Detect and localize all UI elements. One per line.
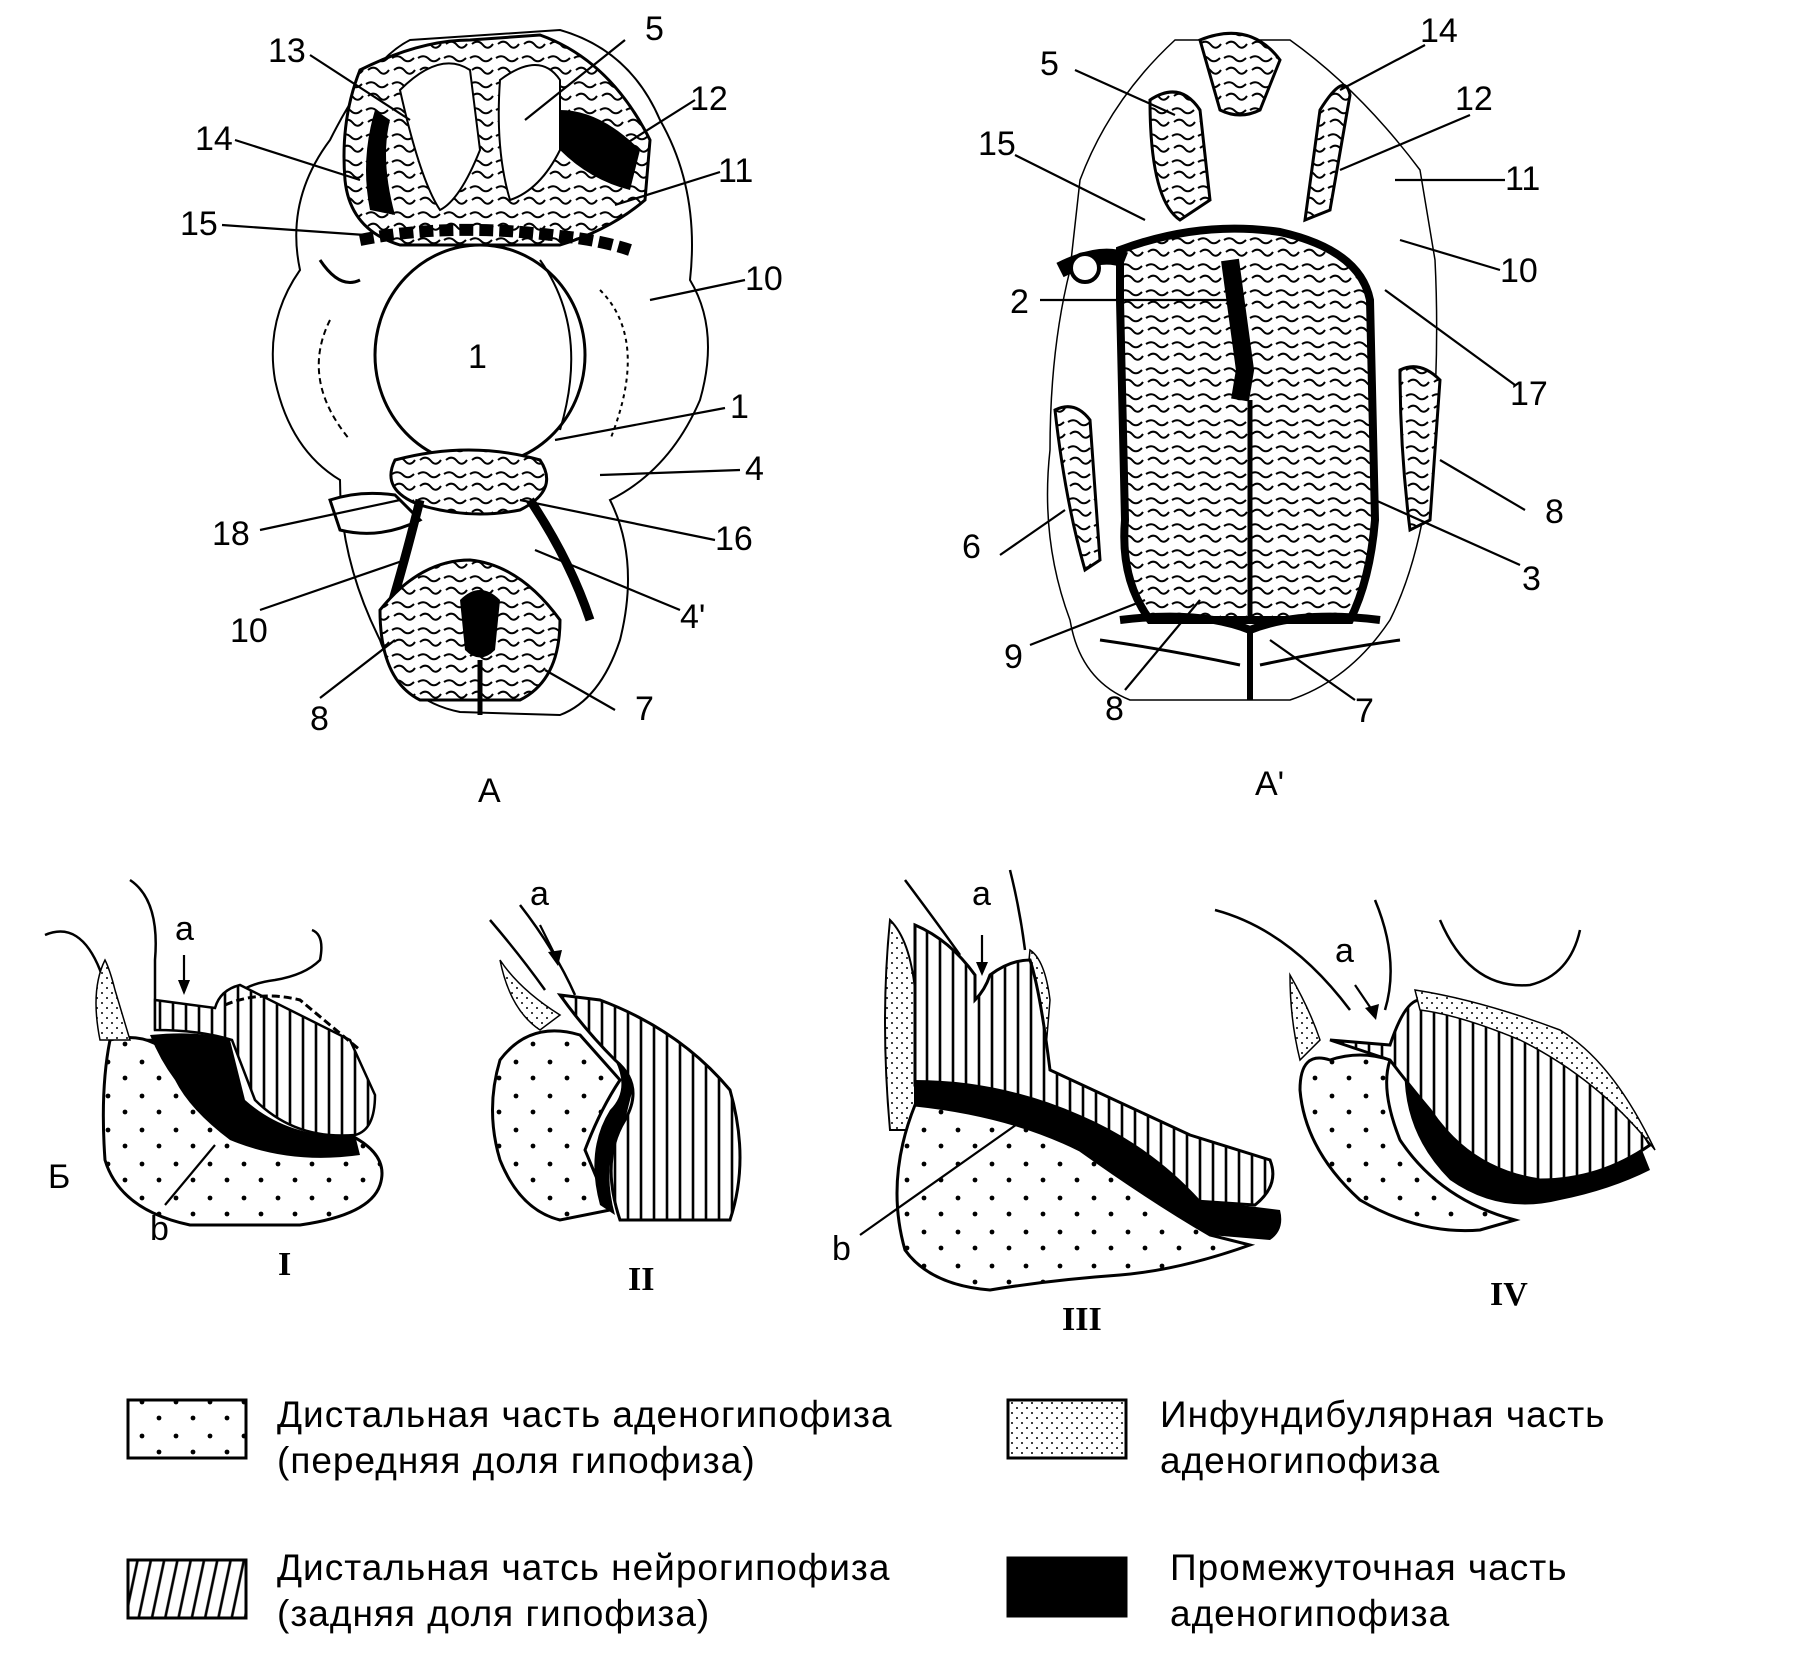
legend-text-line1: Дистальная часть аденогипофиза <box>277 1394 893 1435</box>
panel-a-prime-drawing <box>1046 31 1442 701</box>
scheme-2-label-a: a <box>530 875 549 913</box>
panel-a-lower-vessels <box>389 448 549 516</box>
panel-a-label-5: 5 <box>645 10 664 48</box>
panel-a-prime-label-2: 2 <box>1010 283 1029 321</box>
scheme-1-posterior-lobe <box>153 983 377 1137</box>
panel-a-prime-label-12: 12 <box>1455 80 1493 118</box>
scheme-3-label-b: b <box>832 1230 851 1268</box>
panel-a-prime-label-7: 7 <box>1355 692 1374 730</box>
panel-a-label-7: 7 <box>635 690 654 728</box>
legend-swatch-stripes <box>126 1558 248 1620</box>
scheme-1-infundibular-edge <box>95 958 132 1041</box>
panel-a-labels: 13 5 12 14 11 15 10 1 1 4 18 16 10 4' 8 … <box>180 10 783 810</box>
scheme-1: a b I <box>44 878 384 1283</box>
legend-text-line2: аденогипофиза <box>1170 1593 1451 1634</box>
scheme-3-anterior-lobe <box>895 1103 1256 1292</box>
panel-a-prime-title: A' <box>1255 765 1284 803</box>
panel-a-prime-label-17: 17 <box>1510 375 1548 413</box>
scheme-4-upper-cap <box>1413 989 1656 1151</box>
panel-a-prime-label-8-right: 8 <box>1545 493 1564 531</box>
panel-a-leader-lines <box>221 39 746 711</box>
scheme-3-intermediate <box>915 1080 1282 1240</box>
panel-a-label-14: 14 <box>195 120 233 158</box>
panel-a-label-4-prime: 4' <box>680 598 705 636</box>
scheme-1-roman: I <box>278 1246 291 1283</box>
panel-a-prime-label-8-bottom: 8 <box>1105 690 1124 728</box>
panel-a-prime-label-10: 10 <box>1500 252 1538 290</box>
legend-swatch-solid-black <box>1006 1556 1128 1618</box>
scheme-3-infundibular-edge <box>884 917 916 1131</box>
legend-text-line1: Промежуточная часть <box>1170 1547 1568 1588</box>
scheme-4-roman: IV <box>1490 1276 1528 1313</box>
panel-a-label-10-lower: 10 <box>230 612 268 650</box>
panel-a-label-8: 8 <box>310 700 329 738</box>
panel-a-prime-label-15: 15 <box>978 125 1016 163</box>
panel-a-label-11: 11 <box>718 152 753 190</box>
scheme-3-label-a: a <box>972 875 991 913</box>
legend-text-line2: аденогипофиза <box>1160 1440 1441 1481</box>
panel-a-label-1-center: 1 <box>468 338 487 376</box>
panel-b-title: Б <box>48 1158 70 1196</box>
panel-a-prime-label-14: 14 <box>1420 12 1458 50</box>
legend-item-distal-adeno: Дистальная часть аденогипофиза (передняя… <box>277 1392 893 1484</box>
panel-a-prime-leader-lines <box>999 44 1526 701</box>
panel-a-prime-label-9: 9 <box>1004 638 1023 676</box>
scheme-4-anterior-lobe <box>1298 1053 1521 1233</box>
scheme-4: a IV <box>1214 899 1656 1313</box>
legend-item-distal-neuro: Дистальная чатсь нейрогипофиза (задняя д… <box>277 1545 890 1637</box>
panel-a-drawing <box>271 28 709 717</box>
scheme-2-roman: II <box>628 1261 654 1298</box>
legend-text-line1: Инфундибулярная часть <box>1160 1394 1606 1435</box>
panel-a-label-15: 15 <box>180 205 218 243</box>
panel-a-prime-label-3: 3 <box>1522 560 1541 598</box>
scheme-4-infundibular-edge <box>1289 972 1321 1062</box>
legend-swatch-dense-dots <box>1006 1398 1128 1460</box>
scheme-1-label-b: b <box>150 1210 169 1248</box>
legend-swatches <box>126 1398 1128 1620</box>
legend-swatch-sparse-dots <box>126 1398 248 1460</box>
scheme-3: a b III <box>832 869 1282 1338</box>
panel-a-label-12: 12 <box>690 80 728 118</box>
legend-text-line1: Дистальная чатсь нейрогипофиза <box>277 1547 891 1588</box>
scheme-3-roman: III <box>1062 1301 1102 1338</box>
scheme-1-label-a: a <box>175 910 194 948</box>
panel-a-label-10-upper: 10 <box>745 260 783 298</box>
scheme-2: a II <box>489 875 742 1298</box>
panel-a-label-16: 16 <box>715 520 753 558</box>
panel-a-prime-label-6: 6 <box>962 528 981 566</box>
scheme-2-posterior-lobe <box>556 993 742 1222</box>
panel-a-label-4: 4 <box>745 450 764 488</box>
panel-a-title: A <box>478 772 501 810</box>
scheme-2-anterior-lobe <box>491 1029 622 1222</box>
scheme-2-intermediate <box>594 1060 640 1215</box>
panel-a-prime-label-5: 5 <box>1040 45 1059 83</box>
scheme-4-intermediate <box>1404 1060 1650 1205</box>
legend-text-line2: (передняя доля гипофиза) <box>277 1440 756 1481</box>
legend-item-infundibular: Инфундибулярная часть аденогипофиза <box>1160 1392 1605 1484</box>
panel-a-prime-labels: 5 14 12 15 11 10 2 17 8 6 3 9 8 7 A' <box>962 12 1564 803</box>
panel-a-label-18: 18 <box>212 515 250 553</box>
scheme-2-infundibular-edge <box>499 959 562 1031</box>
panel-a-label-13: 13 <box>268 32 306 70</box>
panel-a-label-1-right: 1 <box>730 388 749 426</box>
panel-a-vessel-chain <box>358 223 632 256</box>
legend-item-intermediate: Промежуточная часть аденогипофиза <box>1170 1545 1568 1637</box>
scheme-4-label-a: a <box>1335 932 1354 970</box>
panel-a-prime-label-11: 11 <box>1505 160 1540 198</box>
scheme-1-intermediate <box>150 1033 360 1158</box>
legend-text-line2: (задняя доля гипофиза) <box>277 1593 711 1634</box>
